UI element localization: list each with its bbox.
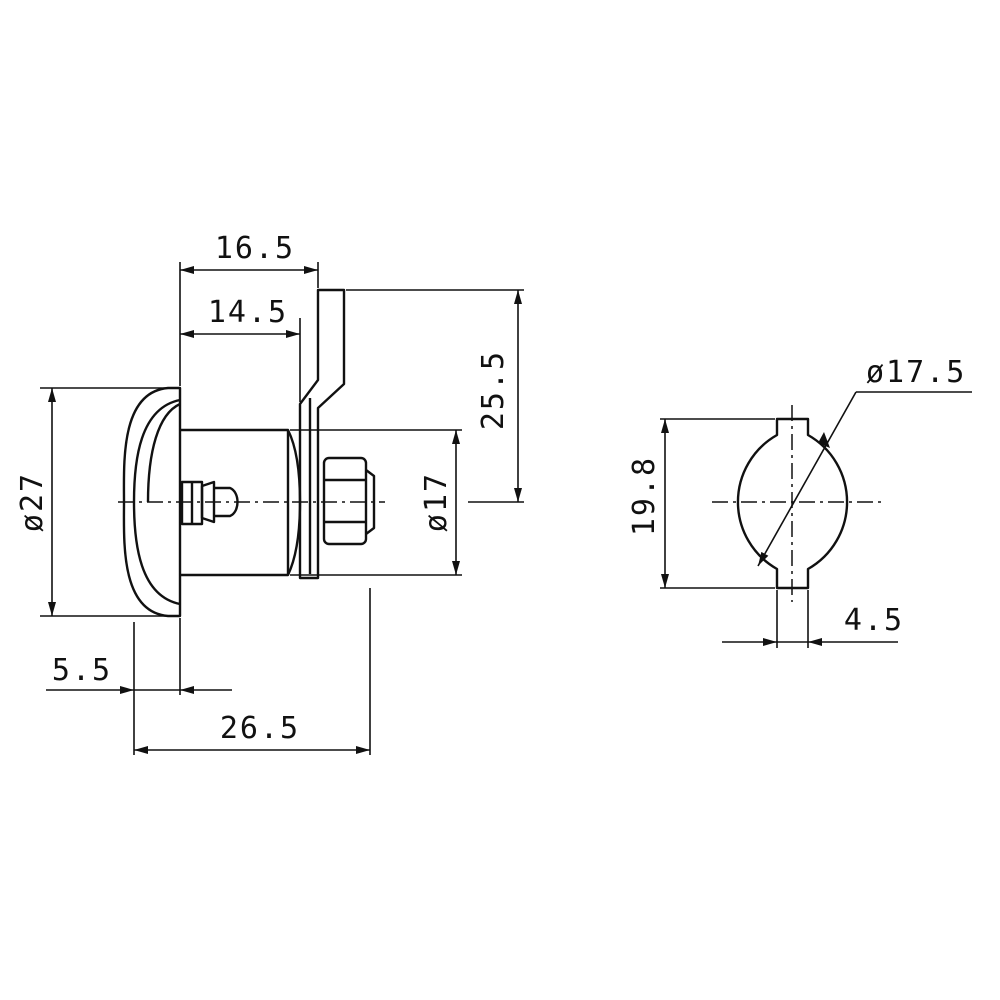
dim-o17: ø17 (419, 430, 460, 575)
dim-19-8-label: 19.8 (627, 456, 662, 536)
dim-4-5: 4.5 (722, 603, 904, 646)
dim-25-5: 25.5 (476, 290, 522, 502)
dim-4-5-label: 4.5 (844, 603, 904, 638)
side-view: 16.5 14.5 25.5 ø17 ø27 5.5 (15, 231, 524, 755)
set-screw (180, 480, 239, 526)
flange-head (122, 386, 182, 618)
dim-o17-5-label: ø17.5 (866, 355, 966, 390)
dim-26-5: 26.5 (134, 711, 370, 754)
dim-14-5-label: 14.5 (208, 295, 288, 330)
dim-14-5: 14.5 (180, 295, 300, 338)
dim-o27: ø27 (15, 388, 56, 616)
dim-26-5-label: 26.5 (220, 711, 300, 746)
cutout-profile (736, 417, 849, 590)
dim-o17-5-line (757, 391, 857, 567)
dim-5-5-label: 5.5 (52, 653, 112, 688)
dim-o17-label: ø17 (419, 472, 454, 532)
side-extension-lines (40, 262, 524, 755)
dim-o27-label: ø27 (15, 472, 50, 532)
cam-plate (298, 288, 346, 580)
hex-nut (322, 456, 376, 546)
dim-5-5: 5.5 (46, 653, 232, 694)
dim-25-5-label: 25.5 (476, 350, 511, 430)
cutout-view: ø17.5 19.8 4.5 (627, 355, 972, 648)
dim-16-5: 16.5 (180, 231, 318, 274)
dim-16-5-label: 16.5 (215, 231, 295, 266)
dim-19-8: 19.8 (627, 419, 669, 588)
